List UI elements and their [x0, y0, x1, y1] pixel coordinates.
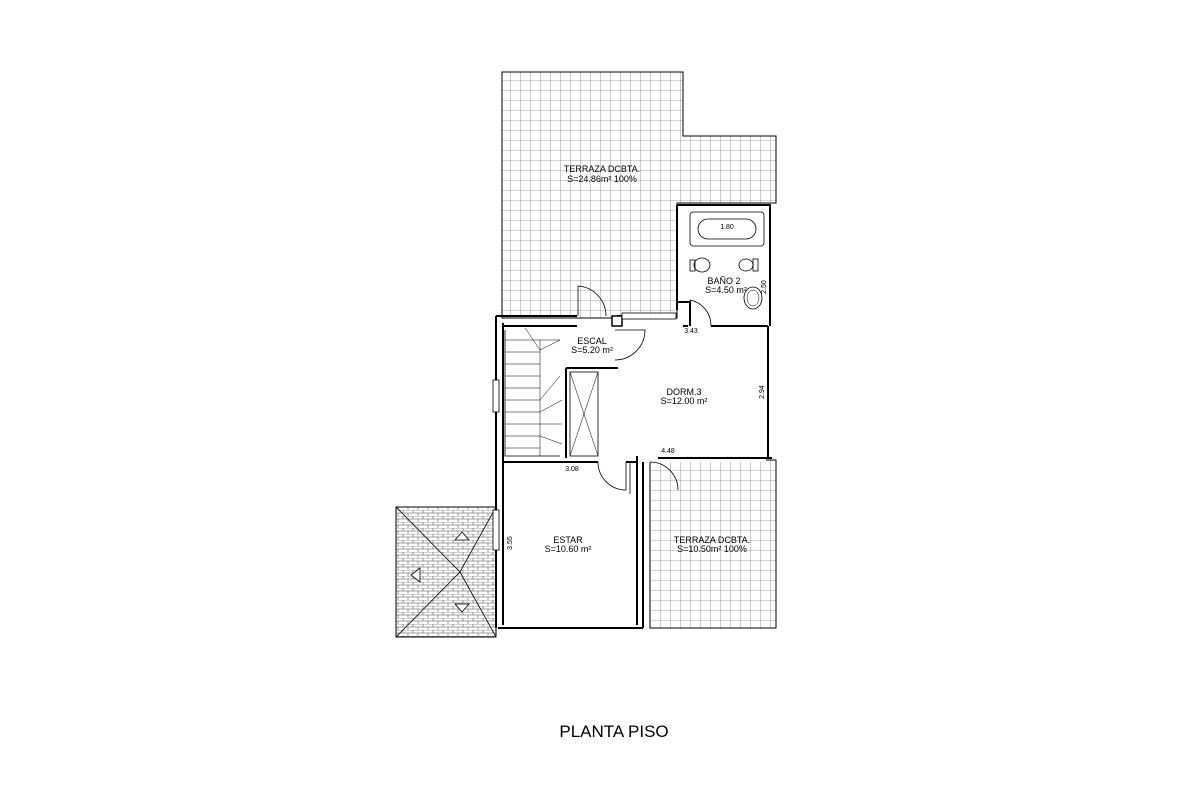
room-area-dorm: S=12.00 m²: [661, 396, 708, 406]
dimension-labels: 1.80 2.50 3.43 2.94 4.48 3.08 3.55: [507, 224, 768, 550]
room-labels: TERRAZA DCBTA. S=24.86m² 100% BAÑO 2 S=4…: [545, 164, 751, 554]
dim-dorm-bottom: 4.48: [661, 448, 675, 455]
doors: [577, 285, 712, 494]
room-name-dorm: DORM.3: [666, 387, 701, 397]
dim-dorm-side: 2.94: [759, 385, 766, 399]
terrace-top: [501, 71, 777, 319]
toilet-icon: [693, 257, 711, 273]
sink-icon: [743, 286, 763, 310]
windows: [492, 312, 677, 551]
room-name-terraza-bottom: TERRAZA DCBTA.: [674, 535, 750, 545]
door-escal: [614, 329, 646, 361]
room-area-estar: S=10.60 m²: [545, 544, 592, 554]
door-terrace-top: [577, 285, 607, 317]
room-area-terraza-top: S=24.86m² 100%: [567, 174, 637, 184]
bathroom-fixtures: [689, 211, 765, 310]
room-area-escal: S=5.20 m²: [571, 345, 613, 355]
plan-title: PLANTA PISO: [559, 722, 668, 741]
dim-dorm-top: 3.43: [684, 328, 698, 335]
roof-slope-arrow-down: [454, 603, 470, 613]
roof-slope-arrow-up: [454, 531, 470, 541]
door-estar: [597, 461, 627, 491]
roof-slope-arrow-left: [410, 567, 421, 583]
door-bano: [689, 299, 712, 327]
room-name-estar: ESTAR: [553, 535, 583, 545]
dim-bathtub: 1.80: [720, 224, 734, 231]
roof-area: [395, 506, 497, 638]
room-name-bano: BAÑO 2: [707, 276, 740, 286]
room-area-terraza-bottom: S=10.50m² 100%: [677, 544, 747, 554]
room-area-bano: S=4.50 m²: [705, 285, 747, 295]
room-name-escal: ESCAL: [577, 336, 607, 346]
dim-bath-side: 2.50: [761, 280, 768, 294]
bathtub-icon: [689, 211, 765, 247]
dim-estar-top: 3.08: [565, 466, 579, 473]
staircase: [504, 327, 563, 457]
room-name-terraza-top: TERRAZA DCBTA.: [564, 164, 640, 174]
dim-estar-side: 3.55: [507, 536, 514, 550]
door-terrace-bottom: [649, 461, 679, 491]
walls: [495, 204, 772, 629]
